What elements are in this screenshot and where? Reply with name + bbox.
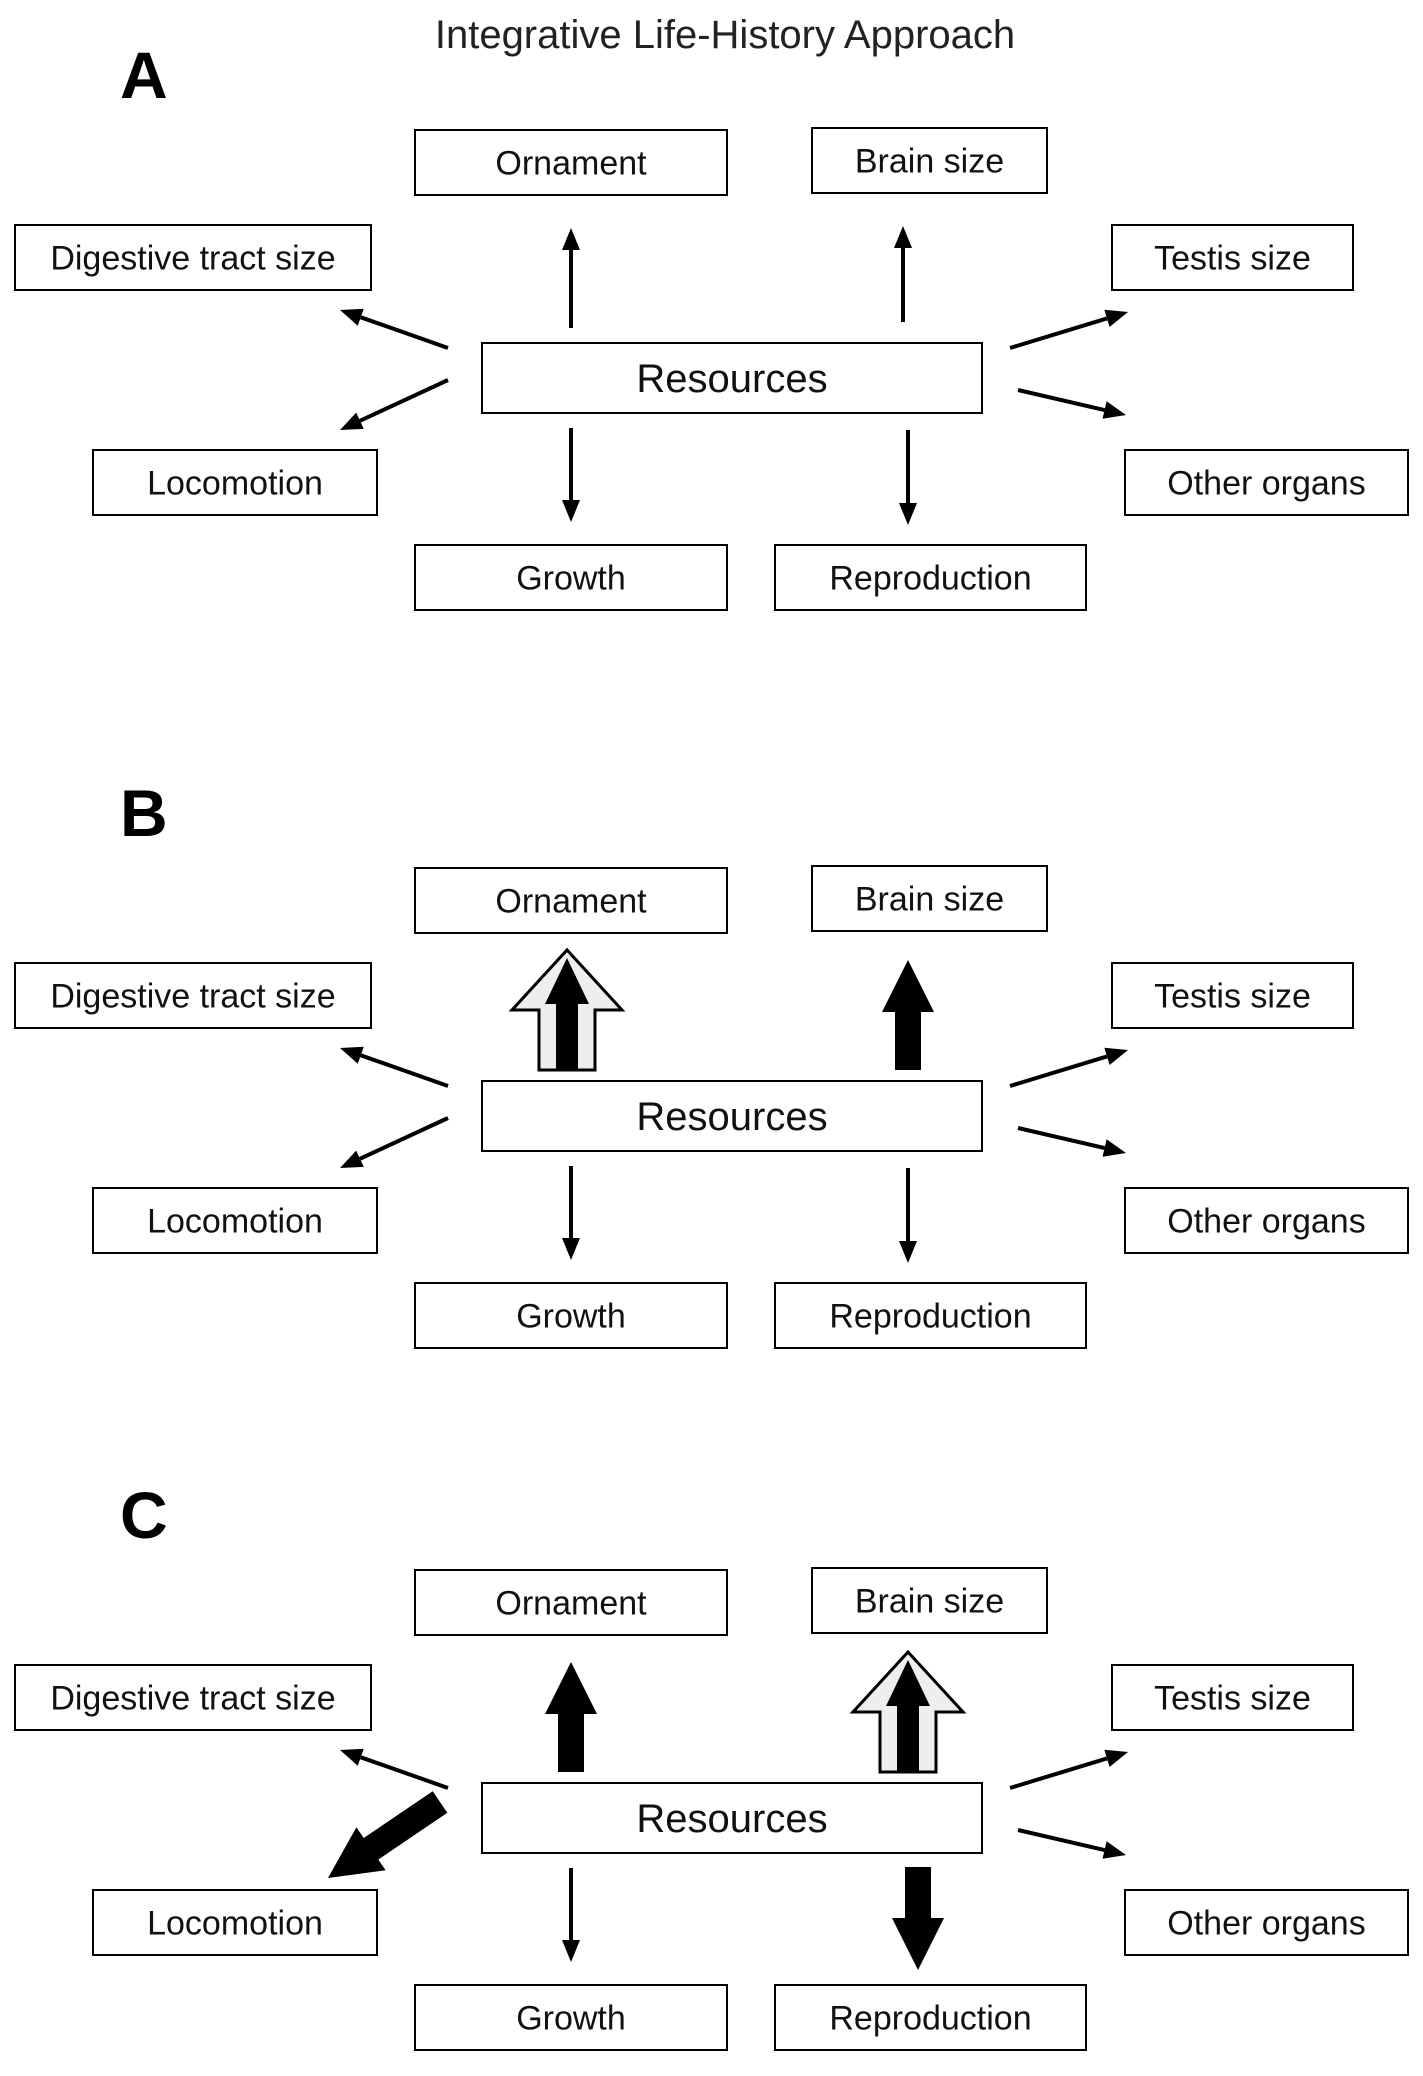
panel-letter: B: [120, 776, 168, 850]
growth-node: Growth: [414, 544, 728, 611]
reproduction-node: Reproduction: [774, 1282, 1087, 1349]
arrow-to-brain: [894, 226, 912, 322]
digestive-label: Digestive tract size: [50, 978, 335, 1016]
reproduction-label: Reproduction: [829, 560, 1031, 598]
ornament-node: Ornament: [414, 867, 728, 934]
reproduction-node: Reproduction: [774, 544, 1087, 611]
testis-label: Testis size: [1154, 978, 1311, 1016]
testis-node: Testis size: [1111, 1664, 1354, 1731]
growth-label: Growth: [516, 560, 626, 598]
ornament-label: Ornament: [495, 145, 647, 183]
growth-node: Growth: [414, 1282, 728, 1349]
testis-label: Testis size: [1154, 240, 1311, 278]
arrow-to-locomotion: [340, 378, 449, 430]
arrow-to-other: [1017, 388, 1126, 419]
arrow-to-growth: [562, 1868, 580, 1962]
testis-node: Testis size: [1111, 224, 1354, 291]
arrow-to-other: [1017, 1126, 1126, 1157]
panel-letter: C: [120, 1478, 168, 1552]
locomotion-node: Locomotion: [92, 1187, 378, 1254]
ornament-node: Ornament: [414, 1569, 728, 1636]
locomotion-label: Locomotion: [147, 1203, 323, 1241]
arrow-to-brain: [882, 960, 934, 1070]
resources-label: Resources: [636, 1797, 827, 1841]
locomotion-node: Locomotion: [92, 449, 378, 516]
arrow-to-testis: [1009, 1749, 1128, 1790]
locomotion-label: Locomotion: [147, 465, 323, 503]
brain-node: Brain size: [811, 127, 1048, 194]
reproduction-node: Reproduction: [774, 1984, 1087, 2051]
arrow-to-ornament: [545, 1662, 597, 1772]
reproduction-label: Reproduction: [829, 1298, 1031, 1336]
brain-node: Brain size: [811, 1567, 1048, 1634]
locomotion-label: Locomotion: [147, 1905, 323, 1943]
growth-label: Growth: [516, 2000, 626, 2038]
other-node: Other organs: [1124, 1889, 1409, 1956]
resources-node: Resources: [481, 1080, 983, 1152]
arrow-to-digestive: [340, 1748, 449, 1790]
diagram-title: Integrative Life-History Approach: [435, 13, 1015, 57]
arrow-to-ornament: [562, 228, 580, 328]
digestive-node: Digestive tract size: [14, 224, 372, 291]
testis-label: Testis size: [1154, 1680, 1311, 1718]
digestive-node: Digestive tract size: [14, 1664, 372, 1731]
panel-letter: A: [120, 38, 168, 112]
growth-node: Growth: [414, 1984, 728, 2051]
arrow-to-brain: [849, 1649, 967, 1774]
arrow-to-locomotion: [328, 1791, 448, 1878]
brain-label: Brain size: [855, 881, 1004, 919]
digestive-label: Digestive tract size: [50, 1680, 335, 1718]
resources-label: Resources: [636, 1095, 827, 1139]
ornament-node: Ornament: [414, 129, 728, 196]
arrow-to-digestive: [340, 1046, 449, 1088]
growth-label: Growth: [516, 1298, 626, 1336]
arrow-to-ornament: [508, 947, 626, 1072]
arrow-to-testis: [1009, 1047, 1128, 1088]
other-label: Other organs: [1167, 1905, 1365, 1943]
testis-node: Testis size: [1111, 962, 1354, 1029]
other-node: Other organs: [1124, 1187, 1409, 1254]
ornament-label: Ornament: [495, 1585, 647, 1623]
arrow-to-reproduction: [899, 430, 917, 525]
resources-node: Resources: [481, 342, 983, 414]
locomotion-node: Locomotion: [92, 1889, 378, 1956]
resources-label: Resources: [636, 357, 827, 401]
ornament-label: Ornament: [495, 883, 647, 921]
arrow-to-growth: [562, 428, 580, 522]
arrow-to-reproduction: [899, 1168, 917, 1263]
brain-label: Brain size: [855, 143, 1004, 181]
resources-node: Resources: [481, 1782, 983, 1854]
brain-label: Brain size: [855, 1583, 1004, 1621]
arrow-to-other: [1017, 1828, 1126, 1859]
digestive-label: Digestive tract size: [50, 240, 335, 278]
other-node: Other organs: [1124, 449, 1409, 516]
arrow-to-digestive: [340, 308, 449, 350]
arrow-to-locomotion: [340, 1116, 449, 1168]
brain-node: Brain size: [811, 865, 1048, 932]
reproduction-label: Reproduction: [829, 2000, 1031, 2038]
other-label: Other organs: [1167, 465, 1365, 503]
arrow-to-reproduction: [892, 1867, 944, 1970]
other-label: Other organs: [1167, 1203, 1365, 1241]
digestive-node: Digestive tract size: [14, 962, 372, 1029]
arrow-to-testis: [1009, 309, 1128, 350]
arrow-to-growth: [562, 1166, 580, 1260]
